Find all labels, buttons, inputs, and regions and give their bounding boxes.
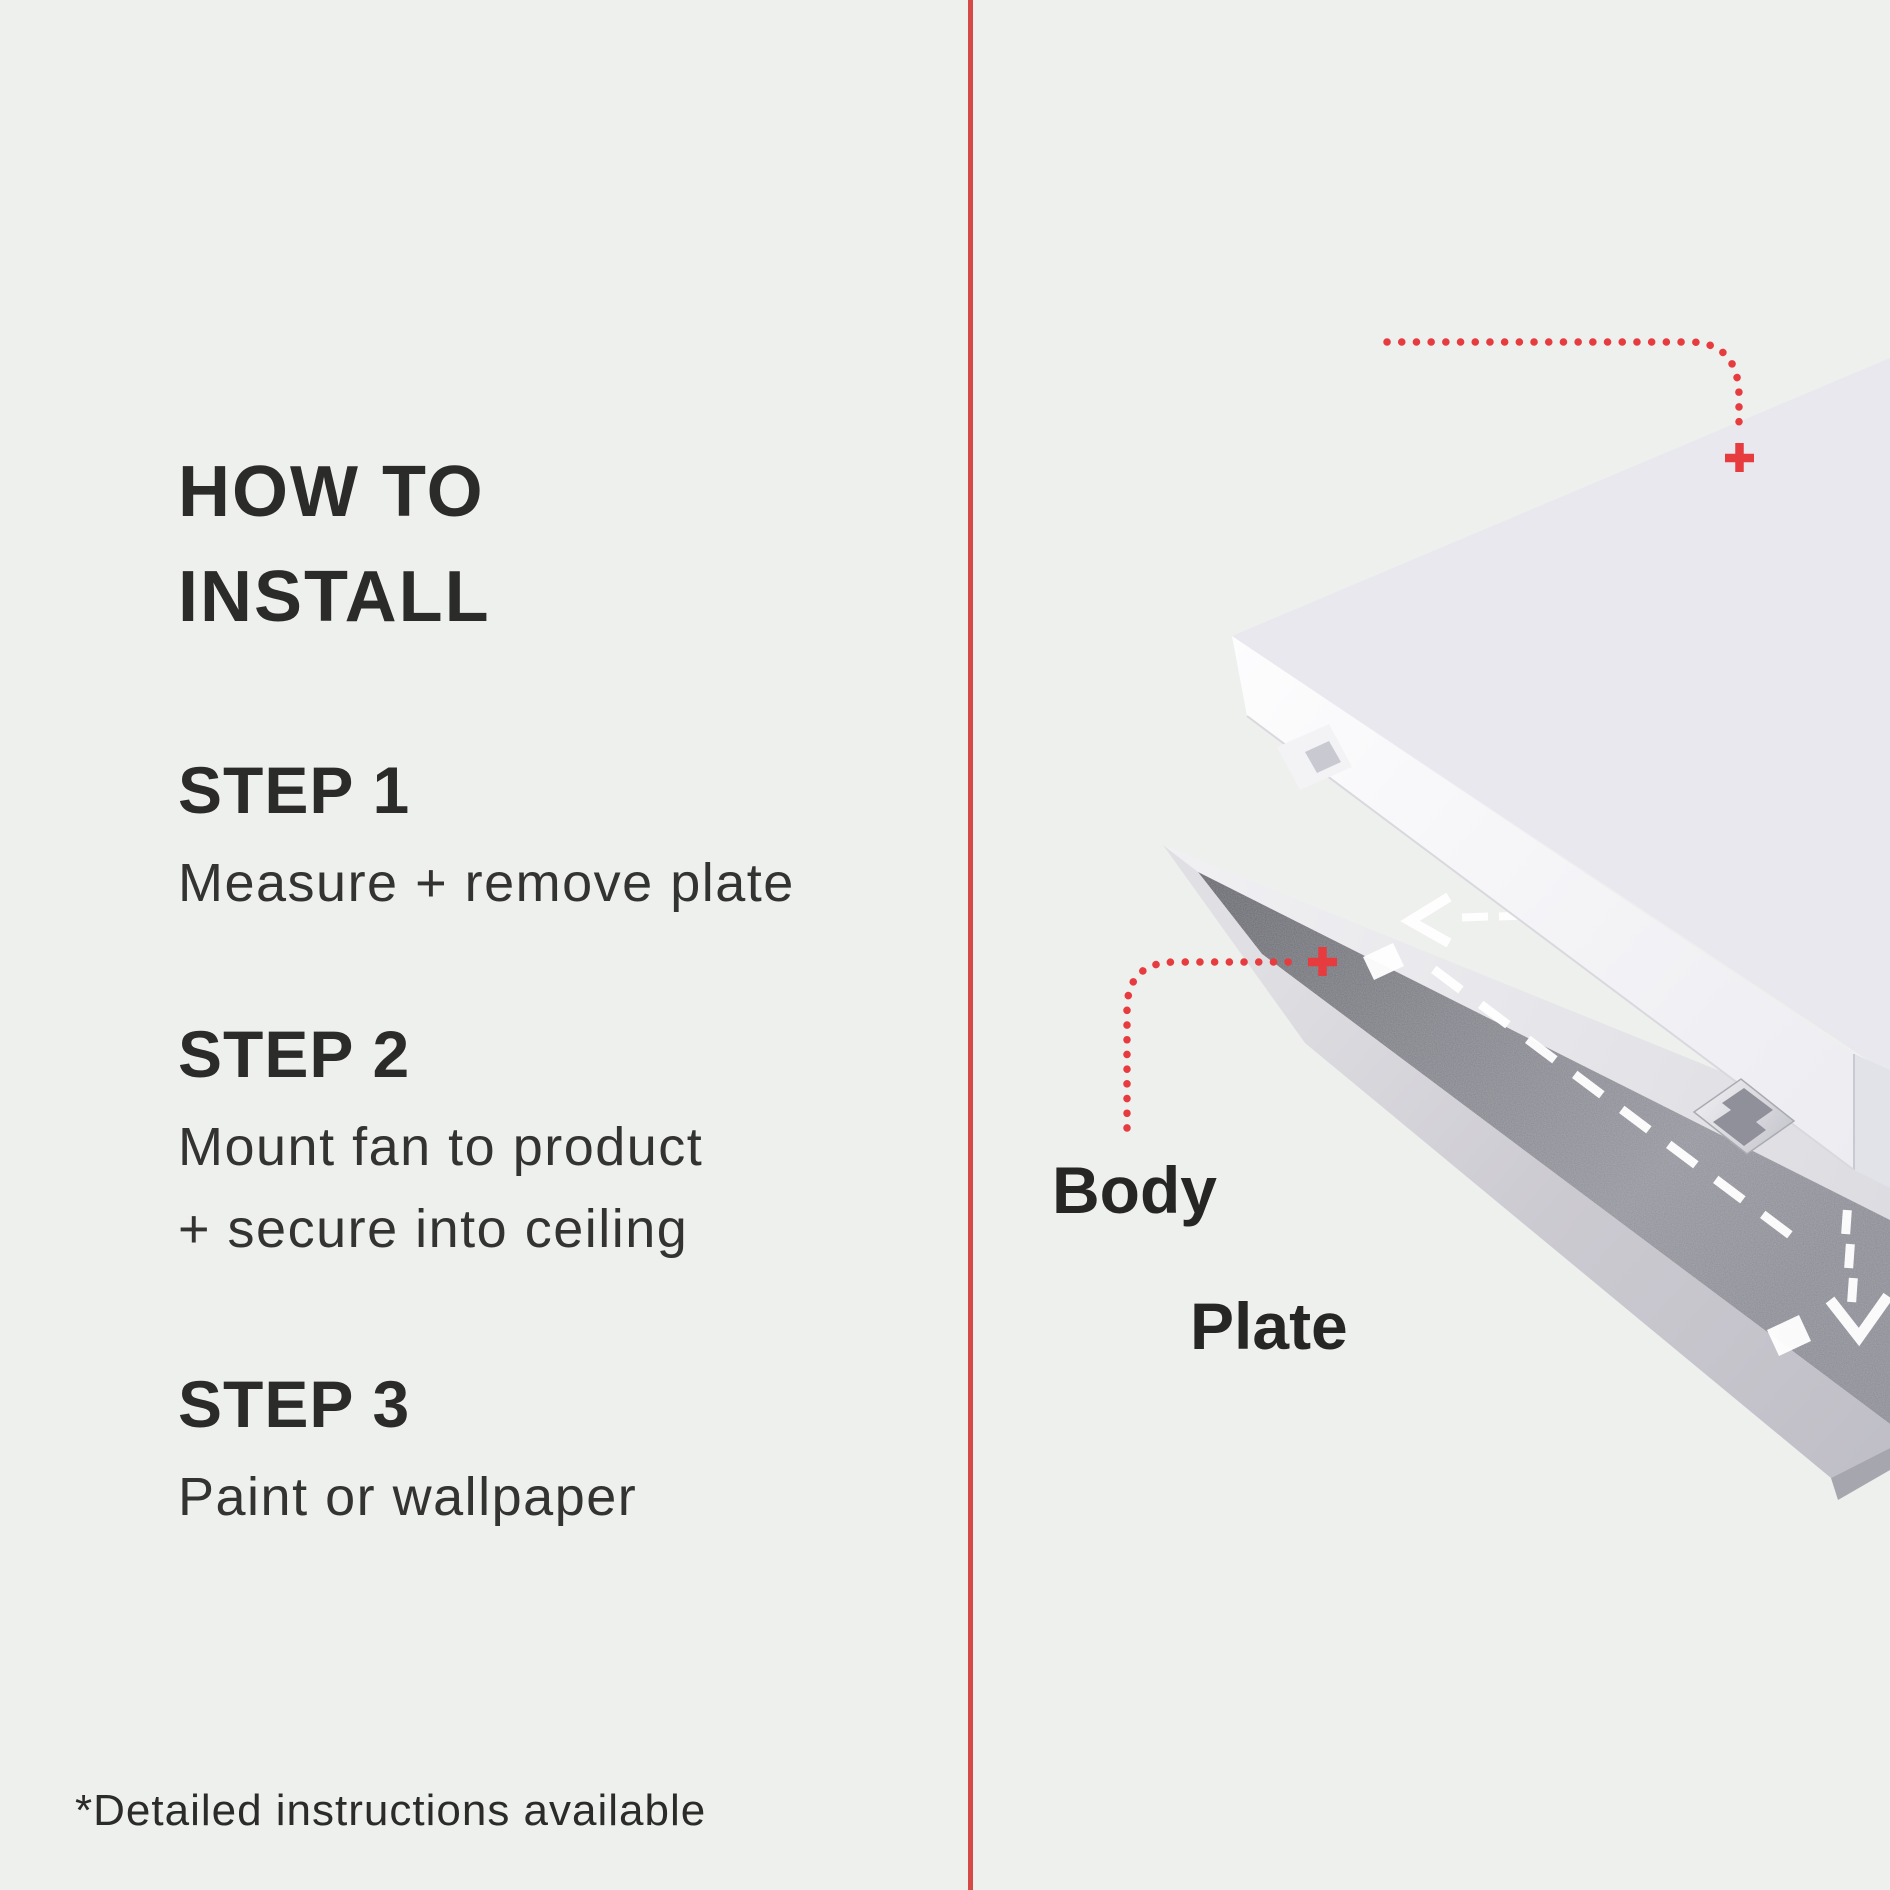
metal-clip xyxy=(1692,1078,1796,1155)
footnote: *Detailed instructions available xyxy=(75,1786,707,1835)
arrow-left-icon xyxy=(1400,892,1452,948)
body-top-rim xyxy=(1163,845,1890,1220)
page-title: HOW TO INSTALL xyxy=(178,440,491,650)
step-3-heading: STEP 3 xyxy=(178,1367,411,1441)
step-3: STEP 3 Paint or wallpaper xyxy=(178,1364,637,1538)
body-underside-edge xyxy=(1831,1448,1890,1500)
step-1-heading: STEP 1 xyxy=(178,753,411,827)
body-outer-rim xyxy=(1163,845,1890,1478)
step-2: STEP 2 Mount fan to product + secure int… xyxy=(178,1014,703,1270)
clip-tab xyxy=(1767,1315,1811,1356)
body-label: Body xyxy=(1052,1153,1217,1227)
clip-tab xyxy=(1363,943,1404,980)
panel-divider xyxy=(968,0,973,1890)
step-2-heading: STEP 2 xyxy=(178,1017,411,1091)
arrow-down-dash xyxy=(1841,1209,1852,1235)
plate-front-face xyxy=(1232,636,1854,1170)
leader-lines xyxy=(1123,338,1754,1132)
step-1: STEP 1 Measure + remove plate xyxy=(178,750,795,924)
plate-right-face xyxy=(1854,1054,1890,1188)
step-2-line-1: Mount fan to product xyxy=(178,1117,704,1177)
step-3-line-1: Paint or wallpaper xyxy=(178,1467,638,1527)
plate-label: Plate xyxy=(1190,1289,1348,1363)
title-line-1: HOW TO xyxy=(178,452,485,532)
step-1-line-1: Measure + remove plate xyxy=(178,853,795,913)
step-2-line-2: + secure into ceiling xyxy=(178,1199,689,1259)
plate-top-face xyxy=(1232,358,1890,1075)
arrow-down-icon xyxy=(1825,1292,1890,1347)
body-leader-line xyxy=(1123,958,1300,1132)
plate-slab xyxy=(1232,358,1890,1188)
step-1-body: Measure + remove plate xyxy=(178,842,795,924)
body-plus-marker xyxy=(1308,947,1337,976)
title-line-2: INSTALL xyxy=(178,557,491,637)
plate-leader-line xyxy=(1383,338,1743,428)
plate-plus-marker xyxy=(1725,443,1754,472)
step-3-body: Paint or wallpaper xyxy=(178,1456,637,1538)
plate-mount-tab-notch xyxy=(1305,741,1341,773)
step-2-body: Mount fan to product + secure into ceili… xyxy=(178,1106,703,1270)
